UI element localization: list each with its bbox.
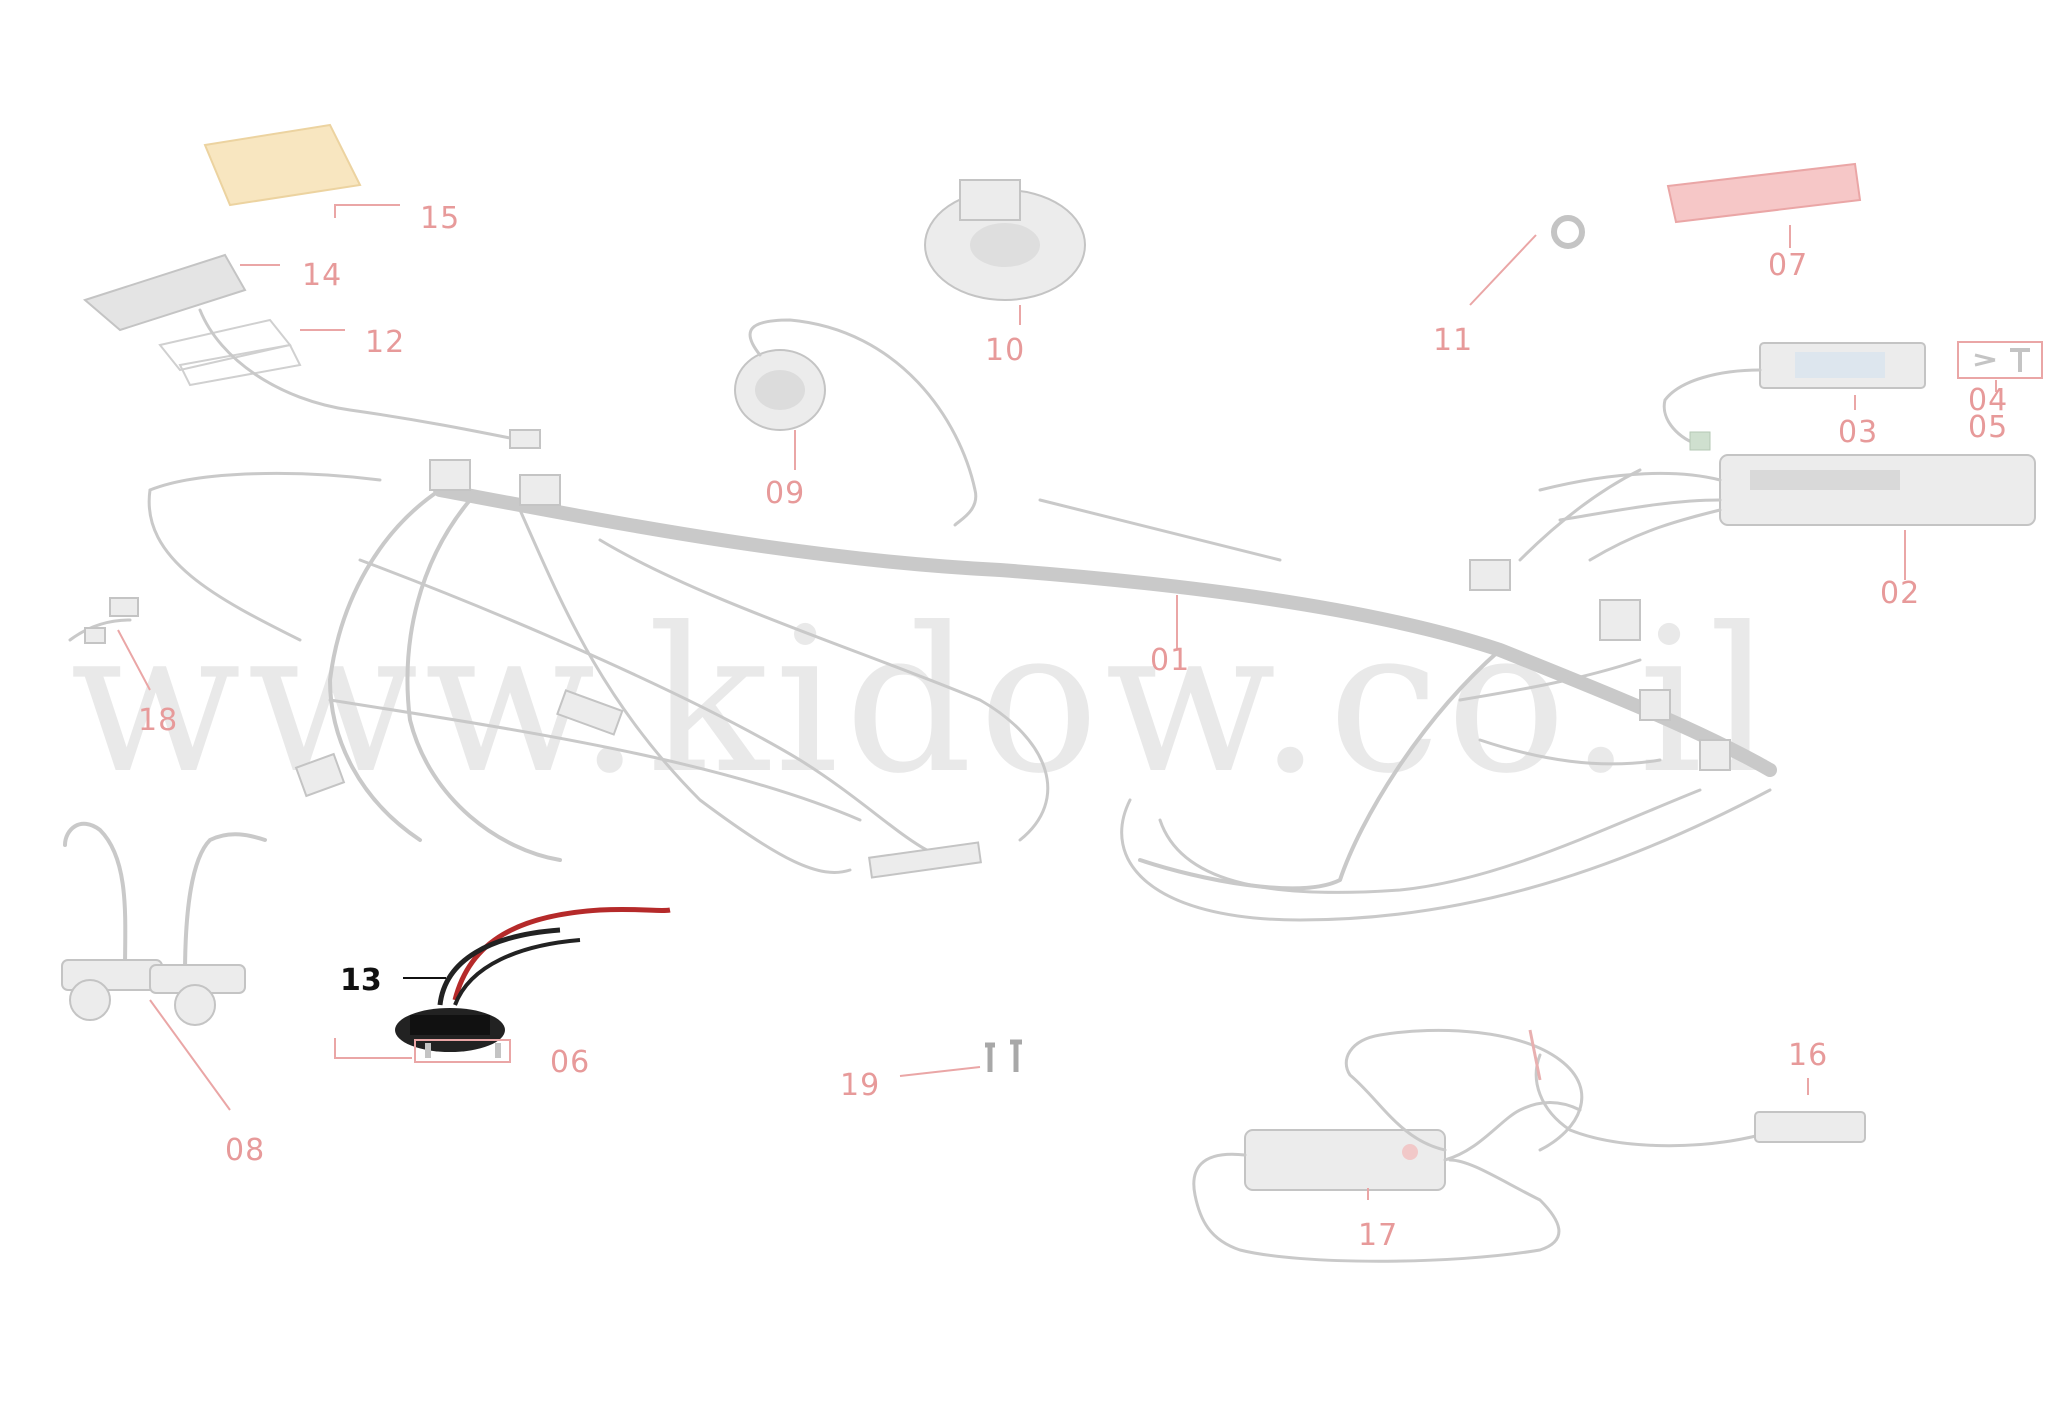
wiring-harness: [147, 459, 1777, 922]
callout-14: 14: [302, 258, 342, 293]
callout-18: 18: [138, 703, 178, 738]
callout-11: 11: [1433, 323, 1473, 358]
battery-charger: [1192, 1028, 1866, 1263]
callout-06: 06: [550, 1045, 590, 1080]
callout-07: 07: [1768, 248, 1808, 283]
charging-port: [395, 906, 671, 1063]
callout-16: 16: [1788, 1038, 1828, 1073]
callout-labels: 01 02 03 04 05 06 07 08 09 10 11 12 13 1…: [138, 201, 2008, 1253]
callout-10: 10: [985, 333, 1025, 368]
watermark-text: www.kidow.co.il: [70, 585, 1778, 818]
callout-17: 17: [1358, 1218, 1398, 1253]
callout-08: 08: [225, 1133, 265, 1168]
bulb-sockets: [61, 821, 267, 1026]
screw-set: [1957, 341, 2043, 379]
switch-assembly: [82, 123, 541, 449]
callout-13: 13: [340, 963, 382, 998]
buzzer: [734, 318, 978, 527]
callout-19: 19: [840, 1068, 880, 1103]
callout-05: 05: [1968, 410, 2008, 445]
mounting-screws: [985, 1039, 1022, 1072]
tail-lamp: [1666, 162, 1862, 224]
callout-15: 15: [420, 201, 460, 236]
callout-12: 12: [365, 325, 405, 360]
washer: [1551, 215, 1585, 249]
display-module: [1662, 342, 1926, 451]
controller-box: [1538, 454, 2036, 562]
callout-01: 01: [1150, 643, 1190, 678]
side-connector: [68, 597, 139, 644]
callout-02: 02: [1880, 576, 1920, 611]
callout-04: 04: [1968, 383, 2008, 418]
callout-03: 03: [1838, 415, 1878, 450]
horn: [924, 179, 1086, 301]
leader-lines: [117, 204, 1997, 1200]
callout-09: 09: [765, 476, 805, 511]
